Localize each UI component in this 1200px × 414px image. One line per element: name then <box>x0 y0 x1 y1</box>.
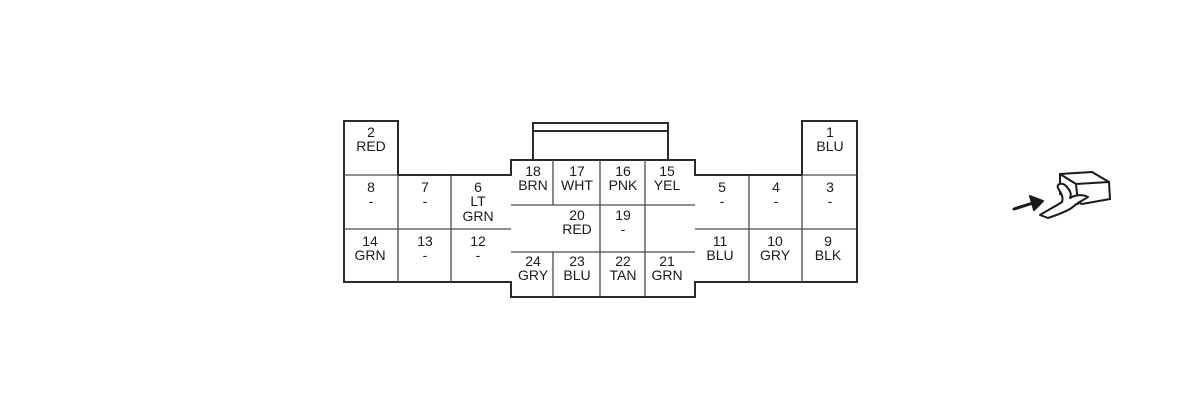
pin-13: 13- <box>417 233 433 263</box>
wire-color-label: YEL <box>654 177 681 193</box>
wire-color-label: BLK <box>815 247 842 263</box>
pin-number: 6 <box>474 179 482 195</box>
wire-color-label: - <box>621 221 626 237</box>
wire-color-label: BLU <box>563 267 590 283</box>
pin-number: 19 <box>615 207 631 223</box>
pin-number: 23 <box>569 253 585 269</box>
wire-color-label: LT <box>470 193 486 209</box>
wire-color-label: - <box>369 193 374 209</box>
wire-color-label: - <box>774 193 779 209</box>
pin-number: 11 <box>713 233 728 249</box>
pin-4: 4- <box>772 179 780 209</box>
pin-number: 18 <box>525 163 541 179</box>
pin-3: 3- <box>826 179 834 209</box>
wire-color-label: GRN <box>462 208 493 224</box>
wire-color-label: WHT <box>561 177 593 193</box>
pin-number: 21 <box>659 253 675 269</box>
pin-number: 4 <box>772 179 780 195</box>
wire-color-label: BLU <box>706 247 733 263</box>
pin-number: 13 <box>417 233 433 249</box>
pin-19: 19- <box>615 207 631 237</box>
wire-color-label: TAN <box>610 267 637 283</box>
wire-color-label: BLU <box>816 138 843 154</box>
wire-color-label: RED <box>356 138 386 154</box>
pin-number: 5 <box>718 179 726 195</box>
pin-number: 20 <box>569 207 585 223</box>
pin-number: 24 <box>525 253 541 269</box>
wire-color-label: GRN <box>651 267 682 283</box>
pin-number: 14 <box>362 233 378 249</box>
pin-5: 5- <box>718 179 726 209</box>
pin-number: 22 <box>615 253 631 269</box>
pin-8: 8- <box>367 179 375 209</box>
wire-color-label: RED <box>562 221 592 237</box>
pin-number: 3 <box>826 179 834 195</box>
pin-number: 1 <box>826 124 834 140</box>
wire-color-label: GRY <box>518 267 549 283</box>
pin-number: 2 <box>367 124 375 140</box>
pin-number: 12 <box>470 233 486 249</box>
pin-number: 7 <box>421 179 429 195</box>
wire-color-label: - <box>423 193 428 209</box>
pin-12: 12- <box>470 233 486 263</box>
pin-number: 10 <box>767 233 783 249</box>
wire-color-label: GRY <box>760 247 791 263</box>
wire-color-label: - <box>423 247 428 263</box>
pin-number: 15 <box>659 163 675 179</box>
wire-color-label: GRN <box>354 247 385 263</box>
pin-labels: 1BLU2RED3-4-5-6LTGRN7-8-9BLK10GRY11BLU12… <box>354 124 843 283</box>
wire-color-label: PNK <box>609 177 638 193</box>
wire-color-label: - <box>476 247 481 263</box>
cavity-grid <box>344 160 857 297</box>
wire-color-label: BRN <box>518 177 548 193</box>
pin-number: 9 <box>824 233 832 249</box>
connector-outline <box>343 120 858 298</box>
pin-number: 16 <box>615 163 631 179</box>
pin-number: 17 <box>569 163 585 179</box>
pin-number: 8 <box>367 179 375 195</box>
wire-color-label: - <box>828 193 833 209</box>
pin-7: 7- <box>421 179 429 209</box>
wire-color-label: - <box>720 193 725 209</box>
hand-pointing-connector-icon <box>1012 171 1111 219</box>
